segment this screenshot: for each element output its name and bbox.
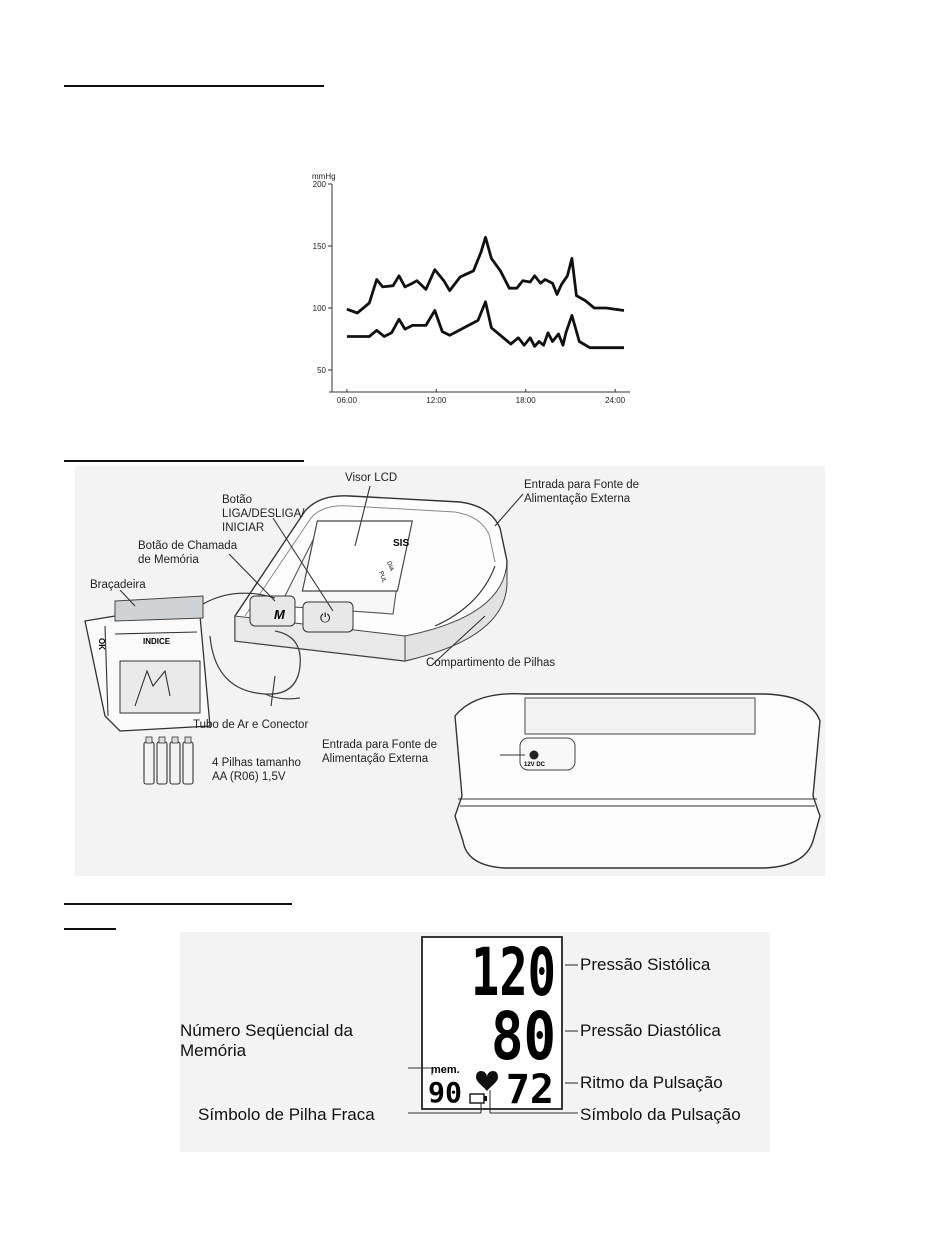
y-tick-label-1: 100 [313, 304, 327, 313]
y-tick-label-2: 150 [313, 242, 327, 251]
label-ritmo-pulsacao: Ritmo da Pulsação [580, 1073, 723, 1092]
y-tick-label-0: 50 [317, 366, 326, 375]
label-pilha-fraca: Símbolo de Pilha Fraca [198, 1105, 375, 1124]
memory-label: mem. [431, 1064, 460, 1076]
leader-lines [119, 485, 525, 756]
monitor-back [454, 692, 821, 869]
x-tick-label-3: 24:00 [605, 396, 626, 405]
section-3-subrule [64, 928, 116, 930]
ok-label: OK [97, 638, 106, 650]
pul-label: PUL [377, 571, 387, 585]
y-tick-label-3: 200 [313, 180, 327, 189]
label-bracadeira: Braçadeira [90, 579, 146, 591]
monitor-front [234, 495, 508, 662]
device-diagram: SIS DIA PUL M ⏻ OK INDICE 12V DC [84, 485, 821, 869]
x-tick-label-1: 12:00 [426, 396, 447, 405]
series-line-1 [346, 300, 624, 350]
label-tubo: Tubo de Ar e Conector [193, 719, 309, 731]
label-pressao-diastolica: Pressão Diastólica [580, 1021, 721, 1040]
cuff [84, 592, 276, 732]
label-entrada-fonte-top: Entrada para Fonte de Alimentação Extern… [524, 479, 640, 505]
label-compartimento: Compartimento de Pilhas [426, 657, 556, 669]
systolic-value: 120 [471, 935, 556, 1011]
dia-label: DIA [385, 561, 394, 572]
batteries [143, 736, 194, 785]
x-tick-label-2: 18:00 [516, 396, 537, 405]
label-simbolo-pulsacao: Símbolo da Pulsação [580, 1105, 741, 1124]
label-pressao-sistolica: Pressão Sistólica [580, 955, 711, 974]
label-botao-liga: Botão LIGA/DESLIGA/ INICIAR [222, 494, 305, 534]
low-battery-icon [469, 1093, 487, 1104]
label-botao-memoria: Botão de Chamada de Memória [138, 540, 238, 566]
lcd-screen: 120 80 72 mem. 90 [421, 935, 563, 1113]
lcd-leader-lines [408, 964, 578, 1114]
air-tube [209, 630, 301, 695]
indice-label: INDICE [143, 637, 171, 646]
diastolic-value: 80 [491, 998, 556, 1075]
label-pilhas: 4 Pilhas tamanho AA (R06) 1,5V [212, 757, 301, 783]
label-numero-memoria: Número Seqüencial da Memória [180, 1021, 353, 1060]
blood-pressure-chart: 50 100 150 200 06:00 12:00 18:00 24:00 mmHg [312, 172, 630, 405]
label-entrada-fonte-back: Entrada para Fonte de Alimentação Extern… [322, 739, 438, 765]
memory-number: 90 [428, 1076, 462, 1109]
label-visor-lcd: Visor LCD [345, 472, 398, 484]
m-key-label: M [274, 607, 286, 622]
section-1-rule [64, 85, 324, 87]
section-2-rule [64, 460, 304, 462]
y-axis-label: mmHg [312, 172, 336, 181]
x-tick-label-0: 06:00 [337, 396, 358, 405]
chart-series [346, 235, 625, 350]
series-line-0 [346, 235, 625, 315]
power-key-icon: ⏻ [320, 611, 330, 626]
chart-axes: 50 100 150 200 06:00 12:00 18:00 24:00 [313, 180, 630, 405]
pulse-value: 72 [506, 1067, 554, 1113]
dc-label: 12V DC [524, 762, 546, 768]
heart-icon [476, 1070, 498, 1091]
section-3-rule [64, 903, 292, 905]
sis-label: SIS [393, 538, 409, 549]
